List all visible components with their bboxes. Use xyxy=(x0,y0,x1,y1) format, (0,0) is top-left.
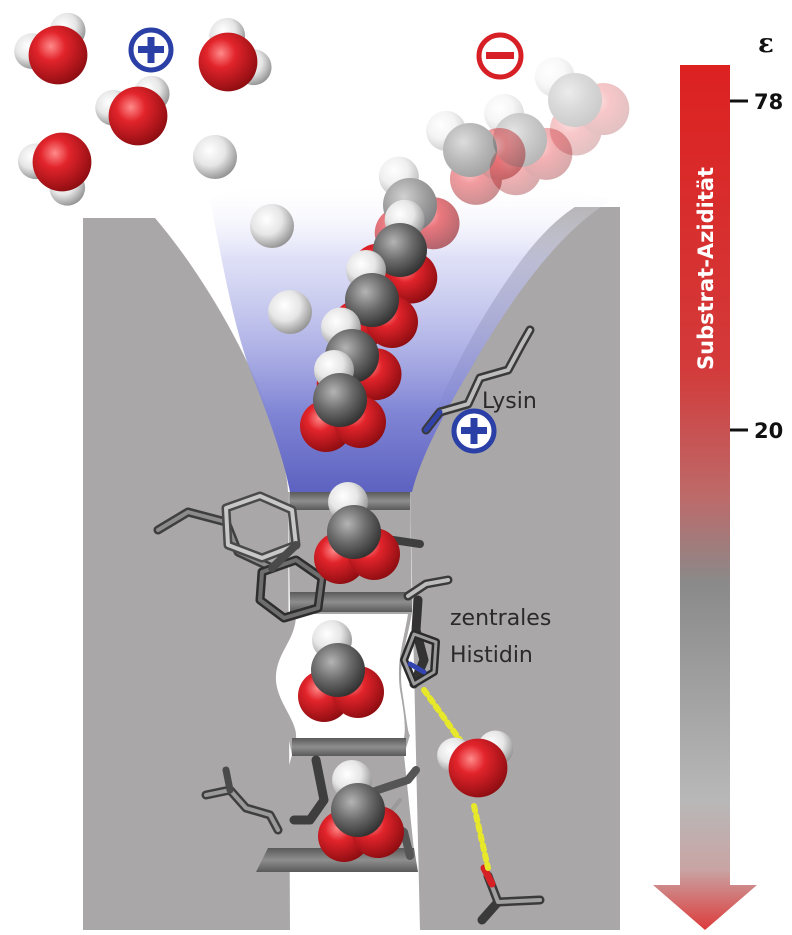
water-molecule-bound xyxy=(437,730,514,798)
oxygen-atom xyxy=(32,132,92,192)
oxygen-atom xyxy=(448,738,508,798)
residue-bottom-left xyxy=(201,766,283,835)
formate-molecule-faded xyxy=(426,110,526,205)
hydrogen-atom xyxy=(268,290,312,334)
tick-20-label: 20 xyxy=(754,419,783,443)
formate-molecule xyxy=(318,760,404,862)
channel-band-3 xyxy=(292,738,406,756)
proton-sphere xyxy=(193,135,237,179)
residue-histidine xyxy=(400,575,453,689)
carbon-atom xyxy=(311,643,365,697)
water-molecule xyxy=(14,12,88,85)
carbon-atom xyxy=(548,73,602,127)
label-histidine-line2: Histidin xyxy=(450,643,533,668)
acidity-scale: Substrat-Azidität ε 78 20 xyxy=(653,29,783,930)
formate-molecule xyxy=(298,620,384,722)
hbond-histidine-water xyxy=(421,687,463,743)
formate-molecule xyxy=(300,350,386,452)
carbon-atom xyxy=(327,505,381,559)
oxygen-atom xyxy=(108,86,168,146)
carbon-atom xyxy=(373,223,427,277)
acidity-axis-title: Substrat-Azidität xyxy=(694,167,718,370)
carbon-atom xyxy=(331,783,385,837)
channel-wall-left xyxy=(83,218,290,930)
carbon-atom xyxy=(345,273,399,327)
water-molecule xyxy=(17,132,92,206)
acidity-arrow xyxy=(653,65,757,930)
proton-sphere xyxy=(250,204,294,248)
carbon-atom xyxy=(313,373,367,427)
negative-charge-top xyxy=(476,32,524,80)
epsilon-symbol: ε xyxy=(758,29,774,59)
positive-charge-lysine xyxy=(451,408,497,454)
carbon-atom xyxy=(443,123,497,177)
formate-molecule xyxy=(314,482,400,584)
residue-lysine xyxy=(421,325,535,435)
water-molecule xyxy=(198,17,272,92)
label-histidine-line1: zentrales xyxy=(450,606,551,631)
hbond-water-threonine xyxy=(471,803,491,871)
water-molecule xyxy=(95,75,170,146)
proton-sphere xyxy=(268,290,312,334)
label-lysine: Lysin xyxy=(482,389,537,414)
hydrogen-atom xyxy=(250,204,294,248)
formate-molecule-faded xyxy=(534,57,630,156)
positive-charge-top xyxy=(128,27,174,73)
hydrogen-bonds xyxy=(421,687,491,871)
residue-threonine xyxy=(477,864,545,925)
molecules xyxy=(14,12,630,862)
oxygen-atom xyxy=(28,25,88,85)
tick-78-label: 78 xyxy=(754,90,783,114)
hydrogen-atom xyxy=(193,135,237,179)
oxygen-atom xyxy=(198,32,258,92)
